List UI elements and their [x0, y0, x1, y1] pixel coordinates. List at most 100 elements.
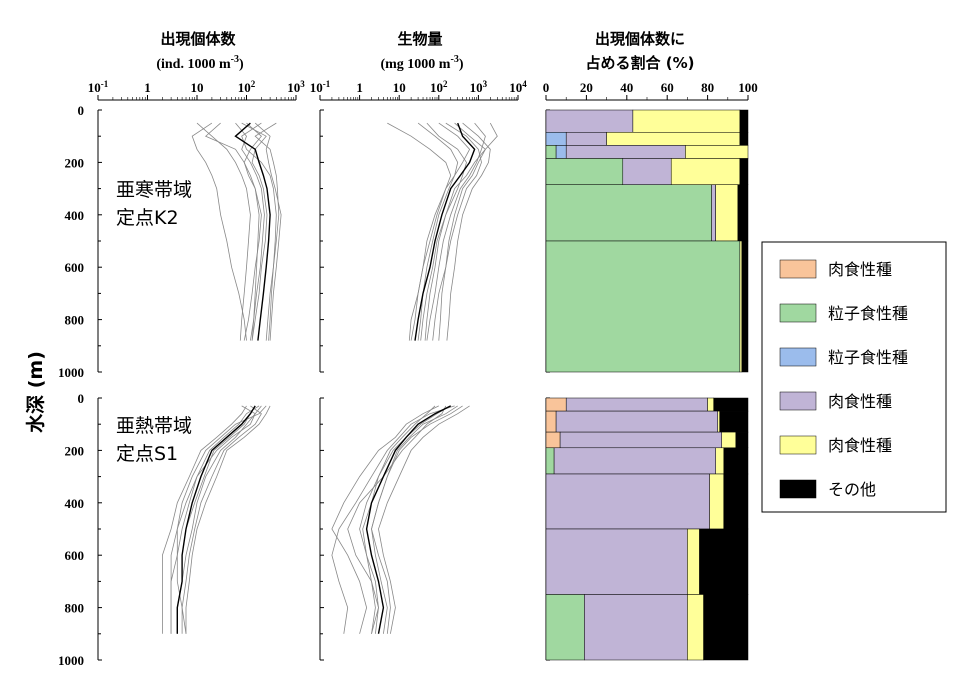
bottom-abundance-mean-line — [176, 405, 256, 634]
bottom-biomass-station-line — [378, 405, 470, 634]
bottom-proportion-segment — [545, 473, 710, 530]
top-proportion-segment — [739, 132, 749, 146]
top-abundance-y-tick-label: 600 — [65, 260, 85, 275]
top-proportion-segment — [606, 132, 741, 146]
top-abundance-x-tick-label: 10 — [191, 80, 204, 95]
top-proportion-segment — [739, 240, 743, 373]
legend-label: 粒子食性種 — [828, 304, 908, 323]
top-proportion-x-tick-label: 20 — [580, 80, 593, 95]
top-abundance-x-tick-label: 102 — [238, 79, 256, 95]
top-proportion-segment — [565, 132, 607, 146]
top-biomass-x-tick-label: 104 — [509, 79, 527, 95]
top-proportion-segment — [670, 158, 741, 185]
bottom-abundance-y-tick-label: 600 — [65, 548, 85, 563]
bottom-proportion-segment — [545, 594, 585, 661]
bottom-biomass-station-line — [362, 405, 451, 634]
bottom-proportion-segment — [721, 431, 737, 449]
bottom-abundance-y-tick-label: 1000 — [58, 653, 84, 668]
top-abundance-station-line — [241, 122, 268, 341]
bottom-abundance-station-line — [161, 405, 247, 634]
site-top-line1: 亜寒帯域 — [116, 179, 192, 201]
bottom-biomass-station-line — [371, 405, 458, 634]
bottom-proportion-segment — [687, 594, 704, 661]
bottom-proportion-segment — [707, 397, 714, 412]
top-abundance-mean-line — [234, 122, 271, 341]
biomass-header: 生物量 — [397, 30, 442, 48]
bottom-abundance-y-tick-label: 800 — [65, 601, 85, 616]
top-proportion-segment — [545, 240, 741, 373]
top-proportion-segment — [565, 145, 686, 159]
bottom-abundance-y-tick-label: 0 — [78, 391, 85, 406]
top-abundance-x-tick-label: 103 — [287, 79, 305, 95]
bottom-biomass-station-line — [359, 405, 436, 634]
bottom-proportion-segment — [699, 528, 749, 595]
bottom-proportion-segment — [703, 594, 749, 661]
top-proportion-segment — [685, 145, 749, 159]
legend-swatch — [779, 259, 817, 279]
proportion-subheader: 占める割合 (%) — [586, 54, 695, 72]
bottom-abundance-station-line — [176, 405, 256, 634]
bottom-proportion-segment — [717, 410, 720, 433]
legend-label: 肉食性種 — [828, 392, 892, 411]
legend-swatch — [779, 435, 817, 455]
bottom-proportion-segment — [545, 397, 567, 412]
top-biomass-x-tick-label: 10-1 — [310, 79, 331, 95]
top-abundance-y-tick-label: 200 — [65, 155, 85, 170]
top-proportion-segment — [739, 109, 749, 133]
bottom-proportion-segment — [715, 447, 725, 475]
top-abundance-y-tick-label: 1000 — [58, 365, 84, 380]
legend-label: 肉食性種 — [828, 260, 892, 279]
top-abundance-station-line — [254, 122, 282, 341]
top-proportion-x-tick-label: 0 — [543, 80, 550, 95]
top-abundance-y-tick-label: 800 — [65, 313, 85, 328]
legend-swatch — [779, 347, 817, 367]
bottom-proportion-segment — [709, 473, 724, 530]
bottom-abundance-station-line — [181, 405, 262, 634]
bottom-abundance-y-tick-label: 400 — [65, 496, 85, 511]
bottom-abundance-y-tick-label: 200 — [65, 443, 85, 458]
legend-swatch — [779, 479, 817, 499]
top-abundance-station-line — [243, 122, 262, 341]
legend-label: その他 — [828, 480, 876, 499]
top-biomass-station-line — [408, 122, 471, 341]
site-bottom-line2: 定点S1 — [116, 443, 178, 465]
biomass-unit: (mg 1000 m-3) — [380, 54, 463, 72]
top-abundance-y-tick-label: 400 — [65, 208, 85, 223]
legend-label: 粒子食性種 — [828, 348, 908, 367]
bottom-abundance-station-line — [176, 405, 267, 634]
top-abundance-station-line — [196, 122, 251, 341]
bottom-biomass-station-line — [331, 405, 439, 634]
top-biomass-mean-line — [414, 122, 476, 341]
bottom-abundance-station-line — [170, 405, 260, 634]
top-proportion-x-tick-label: 60 — [661, 80, 674, 95]
top-biomass-x-tick-label: 10 — [393, 80, 406, 95]
bottom-proportion-segment — [723, 473, 749, 530]
proportion-header: 出現個体数に — [595, 30, 685, 48]
abundance-unit: (ind. 1000 m-3) — [156, 54, 244, 72]
bottom-biomass-station-line — [347, 405, 447, 634]
legend-swatch — [779, 391, 817, 411]
bottom-proportion-segment — [553, 447, 716, 475]
bottom-proportion-segment — [545, 528, 688, 595]
top-proportion-segment — [555, 145, 567, 159]
top-proportion-segment — [545, 145, 557, 159]
bottom-proportion-segment — [713, 397, 749, 412]
bottom-proportion-segment — [545, 447, 555, 475]
top-proportion-x-tick-label: 80 — [701, 80, 714, 95]
bottom-proportion-segment — [555, 410, 718, 433]
top-biomass-station-line — [420, 122, 467, 341]
bottom-abundance-station-line — [176, 405, 262, 634]
bottom-proportion-segment — [735, 431, 749, 449]
top-proportion-x-tick-label: 40 — [620, 80, 633, 95]
top-proportion-segment — [545, 132, 567, 146]
bottom-abundance-station-line — [185, 405, 271, 634]
y-axis-label: 水深 (m) — [24, 351, 47, 433]
site-bottom-line1: 亜熱帯域 — [116, 415, 192, 437]
top-biomass-station-line — [432, 122, 482, 341]
top-biomass-station-line — [424, 122, 486, 341]
bottom-proportion-segment — [719, 410, 749, 433]
top-abundance-station-line — [241, 122, 277, 341]
